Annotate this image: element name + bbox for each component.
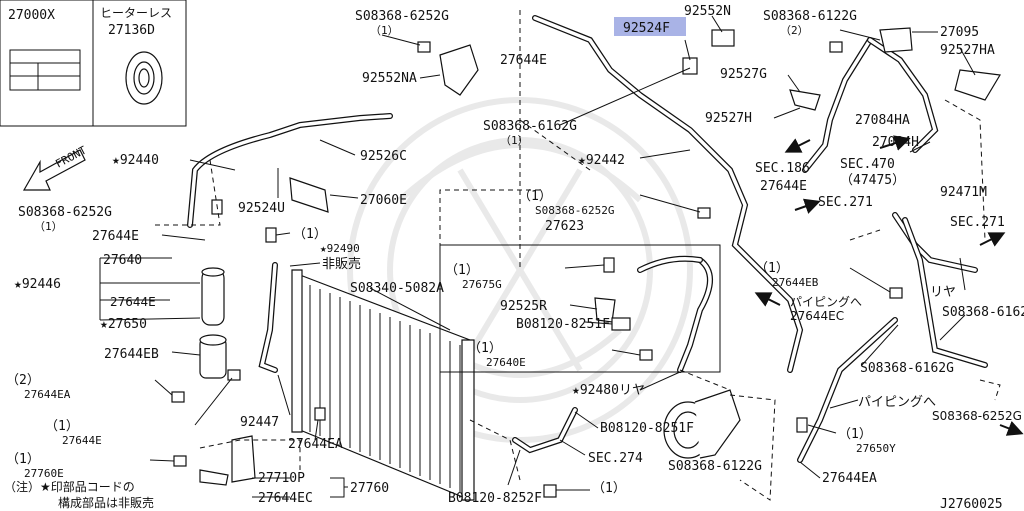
label-l26: （1） [518, 189, 552, 204]
front-arrow: FRONT [22, 143, 89, 191]
label-l9q: （2） [780, 24, 809, 37]
label-l55: SEC.274 [588, 451, 643, 466]
label-l3: 27644E [500, 53, 547, 68]
label-l62: B08120-8252F [448, 491, 542, 506]
label-l39: リヤ [930, 285, 956, 300]
label-l30: ★92446 [14, 277, 61, 292]
label-l23: 27060E [360, 193, 407, 208]
label-l31: 非販売 [322, 256, 361, 272]
footnote-line2: 構成部品は非販売 [58, 495, 154, 510]
label-l9: S08368-6122G [763, 9, 857, 24]
label-l2: 92552NA [362, 71, 417, 86]
label-l34: S08340-5082A [350, 281, 444, 296]
label-l50q: 27644E [62, 434, 102, 447]
label-l25: 27644E [92, 229, 139, 244]
label-l24: S08368-6252G [18, 205, 112, 220]
label-l38q: 27644EB [772, 276, 819, 289]
label-l1q: （1） [370, 24, 399, 37]
label-l21: 92526C [360, 149, 407, 164]
label-l15: SEC.470 [840, 157, 895, 172]
legend-box2-part: 27136D [108, 23, 155, 38]
label-l54: 27644EA [288, 437, 343, 452]
legend-box2-note: ヒーターレス [100, 6, 172, 20]
label-l29: 27640 [103, 253, 142, 268]
condenser [291, 269, 475, 501]
label-l48: パイピングへ [858, 395, 936, 410]
pipes [187, 15, 988, 463]
label-l27: （1） [293, 227, 327, 242]
label-l60: 27644EC [258, 491, 313, 506]
label-l10: 27095 [940, 25, 979, 40]
label-l4: 92552N [684, 4, 731, 19]
label-l32: 27644E [110, 295, 156, 309]
label-l33: ★27650 [100, 317, 147, 332]
label-l16: 27644E [760, 179, 807, 194]
label-l35: （1） [445, 263, 479, 278]
label-l59: 27760 [350, 481, 389, 496]
label-l38: （1） [755, 261, 789, 276]
label-l61: 27644EA [822, 471, 877, 486]
label-l1: S08368-6252G [355, 9, 449, 24]
label-l51: 92447 [240, 415, 279, 430]
label-l22: 92524U [238, 201, 285, 216]
label-l50: （1） [45, 419, 79, 434]
label-l49: S08368-6252G [932, 409, 1022, 423]
label-l63: （1） [592, 481, 626, 496]
label-l53: （1） [838, 427, 872, 442]
label-l46q: 27644EA [24, 388, 71, 401]
label-highlighted: 92524F [623, 21, 670, 36]
label-l18: 92471M [940, 185, 987, 200]
label-l47: ★92480リヤ [572, 383, 645, 398]
label-l40: パイピングへ [790, 295, 862, 309]
label-l14: SEC.186 [755, 161, 810, 176]
bolts [171, 41, 903, 498]
label-l42: S08368-6162G [942, 305, 1024, 320]
label-l5: 92527G [720, 67, 767, 82]
label-l15b: （47475） [840, 173, 905, 188]
label-l43q: 27640E [486, 356, 526, 369]
label-l7: S08368-6162G [483, 119, 577, 134]
label-l12: 27084HA [855, 113, 910, 128]
label-l44: 27644EB [104, 347, 159, 362]
label-l36: 92525R [500, 299, 547, 314]
receiver-drier [199, 267, 227, 379]
label-l56: S08368-6122G [668, 459, 762, 474]
callout-labels: S08368-6252G （1） 92552NA 27644E 92552N 9… [6, 4, 1024, 506]
label-l6: 92527H [705, 111, 752, 126]
label-l46: （2） [6, 373, 40, 388]
compressor [663, 389, 741, 459]
label-l57: （1） [6, 452, 40, 467]
drawing-number: J2760025 [940, 497, 1003, 511]
label-l45: S08368-6162G [860, 361, 954, 376]
label-l19: SEC.271 [950, 215, 1005, 230]
label-l27q: ★92490 [320, 242, 360, 255]
leader-lines [99, 10, 1001, 501]
brackets [199, 27, 1001, 486]
label-l57q: 27760E [24, 467, 64, 480]
label-l43: （1） [468, 341, 502, 356]
highlight-92524F [614, 17, 686, 36]
label-l41: 27644EC [790, 309, 844, 323]
label-l37: B08120-8251F [516, 317, 610, 332]
label-l11: 92527HA [940, 43, 995, 58]
label-l7q: （1） [500, 134, 529, 147]
legend-table: 27000X ヒーターレス 27136D [0, 0, 187, 127]
label-l28: 27623 [545, 219, 584, 234]
label-l52: B08120-8251F [600, 421, 694, 436]
label-l13: 27084H [872, 135, 919, 150]
legend-box1-part: 27000X [8, 8, 55, 23]
label-l26q: S08368-6252G [535, 204, 614, 217]
subassembly-box-92490 [439, 244, 721, 373]
label-l20: ★92440 [112, 153, 159, 168]
label-l24q: （1） [34, 220, 63, 233]
section-arrows [754, 135, 1024, 436]
label-l35q: 27675G [462, 278, 502, 291]
label-l8: ★92442 [578, 153, 625, 168]
footnote-line1: （注）★印部品コードの [4, 479, 135, 494]
label-l17: SEC.271 [818, 195, 873, 210]
label-l53q: 27650Y [856, 442, 896, 455]
label-l58: 27710P [258, 471, 305, 486]
